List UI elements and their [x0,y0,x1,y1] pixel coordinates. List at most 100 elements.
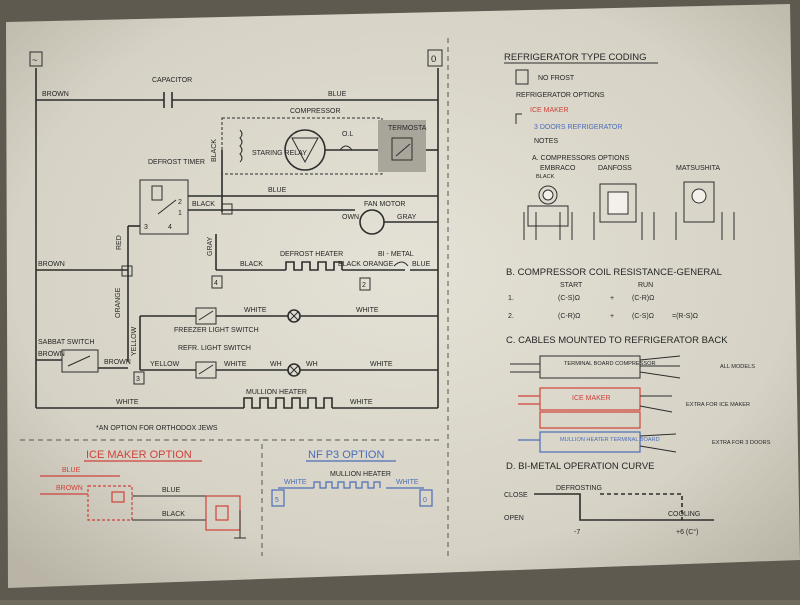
label-freezer-light: FREEZER LIGHT SWITCH [174,327,259,334]
notes-label: NOTES [534,138,558,145]
label-defrosting: DEFROSTING [556,485,602,492]
doors-refrigerator-label: 3 DOORS REFRIGERATOR [534,124,622,131]
terminal-block [599,183,637,223]
main-circuit: ~ 0 BROWN CAPACITOR BLUE COMPRESSOR STAR… [29,49,443,432]
label-mullion-heater-nf: MULLION HEATER [330,471,391,478]
cable-connector [539,387,641,411]
label-brown-sabbat: BROWN [38,351,65,358]
label-white-3a: WHITE [116,399,139,406]
label-open: OPEN [504,515,524,522]
cable-lead [639,433,677,437]
connector-box [221,203,233,215]
label-black-vert: BLACK [211,139,218,162]
label-box-2: 2 [362,282,366,289]
cable-lead [639,355,681,361]
nf-p3-option: NF P3 OPTION MULLION HEATER WHITE WHITE … [271,449,433,507]
label-ol: O.L [342,131,353,138]
timer-contact [157,199,177,215]
label-brown: BROWN [42,91,69,98]
label-mullion-heater: MULLION HEATER [246,389,307,396]
label-ice-black: BLACK [162,511,185,518]
ice-maker-option: ICE MAKER OPTION BLUE BROWN BLUE BLACK [40,449,246,539]
row2-run: (C-S)Ω [632,313,654,320]
relay-coil [239,129,243,163]
terminal-plug [691,188,707,204]
label-white-1b: WHITE [356,307,379,314]
label-ice-brown: BROWN [56,485,83,492]
temp-left: -7 [574,529,580,536]
label-ice-blue-red: BLUE [62,467,81,474]
label-white-3b: WHITE [350,399,373,406]
brand-embraco: EMBRACO [540,165,576,172]
cable-terminal-compressor: TERMINAL BOARD COMPRESSOR [510,355,681,379]
label-brown-left: BROWN [38,261,65,268]
label-start: START [560,282,583,289]
ice-maker-coil [215,505,229,521]
label-brown-low: BROWN [104,359,131,366]
defrost-timer-box [139,179,189,235]
label-blue-bimetal: BLUE [412,261,431,268]
label-wh-b: WH [306,361,318,368]
terminal-3: 3 [144,224,148,231]
label-staring-relay: STARING RELAY [252,150,307,157]
ice-maker-switch-box [87,485,133,521]
label-ice-blue: BLUE [162,487,181,494]
box-4 [211,275,223,289]
cable-lead [639,371,681,379]
row1-start: (C-S)Ω [558,295,580,302]
option-bracket [515,113,522,124]
label-thermostat: TERMOSTA [388,125,427,132]
cable-lead [639,445,677,453]
label-orange: ORANGE [115,287,122,318]
terminal-2: 2 [178,199,182,206]
label-bi-metal: BI - METAL [378,251,414,258]
ice-maker-label: ICE MAKER [530,107,569,114]
terminal-block [683,181,715,223]
connector-box [121,265,133,277]
no-frost-symbol [515,69,529,85]
cable-label-terminal: TERMINAL BOARD COMPRESSOR [564,361,655,367]
lamp-cross [289,311,299,321]
label-box-5: 5 [275,497,279,504]
cable-mullion: MULLION HEATER TERMINAL BOARD [518,431,677,453]
compressor-winding [291,137,319,164]
compressor-terminal-embraco [523,185,573,240]
terminal-outline [538,185,558,205]
label-white-2a: WHITE [224,361,247,368]
label-black-timer: BLACK [192,201,215,208]
label-wh-a: WH [270,361,282,368]
label-blue: BLUE [328,91,347,98]
label-white-1a: WHITE [244,307,267,314]
plus-b: + [610,313,614,320]
overload-contact [339,145,353,151]
label-refr-light: REFR. LIGHT SWITCH [178,345,251,352]
label-gray-fan: GRAY [397,214,417,221]
refrigerator-options-label: REFRIGERATOR OPTIONS [516,92,605,99]
compressor-terminal-danfoss [593,183,655,240]
label-red: RED [116,235,123,250]
mullion-heater [243,397,333,409]
label-yellow-low: YELLOW [150,361,180,368]
label-sabbat-switch: SABBAT SWITCH [38,339,95,346]
switch-contact [198,310,214,321]
label-compressor: COMPRESSOR [290,108,341,115]
label-defrost-heater: DEFROST HEATER [280,251,343,258]
label-blue-mid: BLUE [268,187,287,194]
coil-resistance-title: B. COMPRESSOR COIL RESISTANCE-GENERAL [506,267,722,278]
cable-ice-maker: ICE MAKER [518,387,673,429]
neutral-box [427,49,443,67]
compressor-terminal-matsushita [675,181,735,240]
label-defrost-timer: DEFROST TIMER [148,159,205,166]
cable-connector [539,431,641,453]
footnote: *AN OPTION FOR ORTHODOX JEWS [96,425,218,432]
box-0 [419,489,433,507]
label-own: OWN [342,214,359,221]
row2-total: =(R-S)Ω [672,313,698,320]
cable-connector [539,355,641,379]
label-box-3: 3 [136,376,140,383]
cable-label-ice: ICE MAKER [572,395,611,402]
terminal-4: 4 [168,224,172,231]
label-white-2b: WHITE [370,361,393,368]
terminal-plug [607,191,629,215]
